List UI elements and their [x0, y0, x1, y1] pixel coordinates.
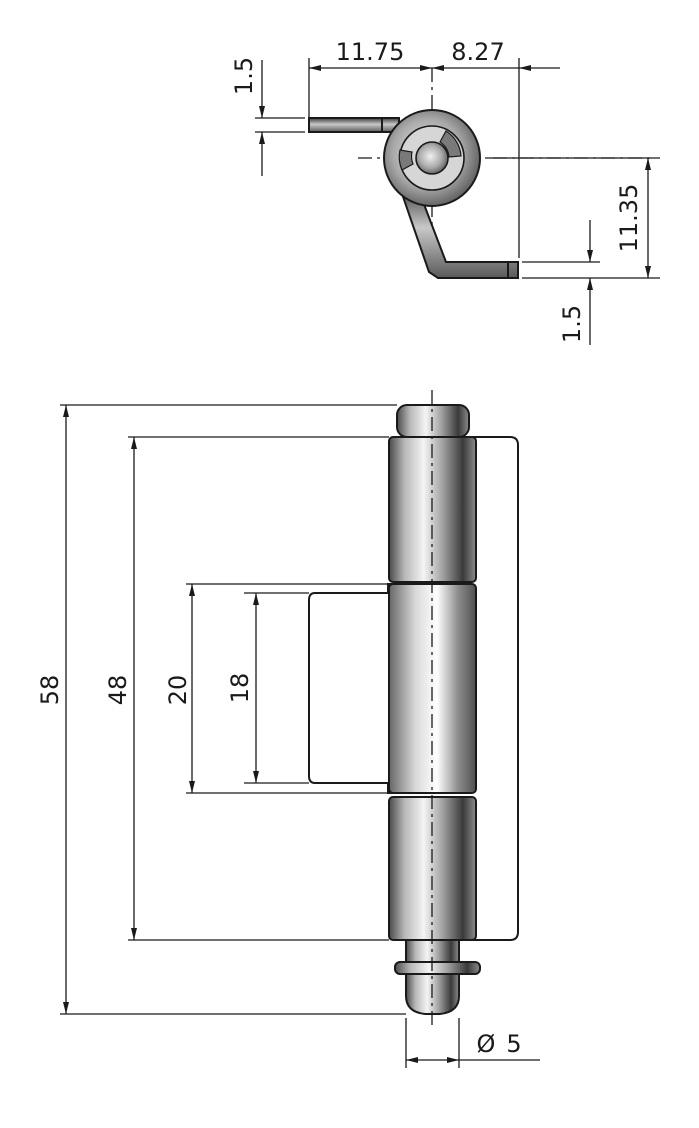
- dim-text-leaf-inner: 18: [226, 673, 254, 704]
- dim-text-knuckle-height: 48: [104, 675, 132, 706]
- pin-head-top: [396, 404, 470, 438]
- top-view: 11.75 8.27 1.5 11.35 1.5: [230, 38, 660, 345]
- pin-washer: [394, 961, 481, 975]
- dim-text-height-right: 11.35: [615, 184, 643, 253]
- dim-text-pin-diameter-symbol: Ø: [477, 1030, 496, 1058]
- dim-text-overall-height: 58: [36, 675, 64, 706]
- dim-text-leaf-outer: 20: [164, 675, 192, 706]
- dim-text-width-left: 11.75: [336, 38, 405, 66]
- knuckle-slot-left: [398, 149, 414, 171]
- dim-text-pin-diameter: 5: [506, 1030, 521, 1058]
- dim-text-thickness-top: 1.5: [230, 57, 258, 95]
- knuckle-slot-right: [439, 130, 462, 158]
- dim-text-width-right: 8.27: [451, 38, 504, 66]
- front-view: 58 48 20 18 Ø 5: [36, 390, 540, 1068]
- top-view-hinge-shape: [308, 109, 519, 279]
- back-leaf-plate: [470, 436, 519, 941]
- pin-circle: [415, 141, 449, 175]
- dim-text-thickness-bottom: 1.5: [558, 305, 586, 343]
- top-leaf-plate: [308, 117, 400, 133]
